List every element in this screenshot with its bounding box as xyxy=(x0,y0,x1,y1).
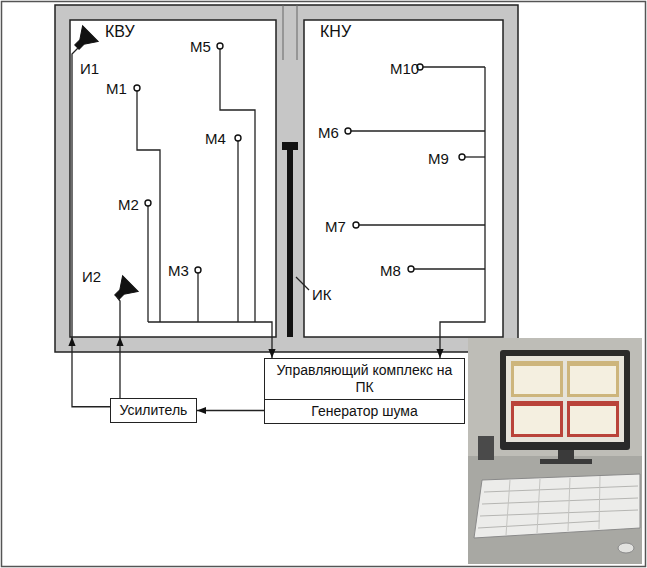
mic-wire xyxy=(220,49,255,322)
microphone-symbol xyxy=(345,128,351,134)
microphone-symbol xyxy=(235,135,241,141)
sensor-label: М3 xyxy=(168,262,189,279)
process-box: Усилитель xyxy=(110,398,197,423)
sensor-label: И2 xyxy=(82,268,101,285)
chamber-name: КВУ xyxy=(105,22,135,41)
microphone-symbol xyxy=(145,200,151,206)
sensor-label: М2 xyxy=(118,196,139,213)
test-panel xyxy=(287,148,293,337)
source-wire xyxy=(117,297,120,337)
mic-wire xyxy=(237,141,238,322)
microphone-symbol xyxy=(459,154,465,160)
chamber-name: КНУ xyxy=(320,22,351,41)
sensor-label: М10 xyxy=(390,60,419,77)
microphone-symbols xyxy=(134,43,465,273)
box-heading: Усилитель xyxy=(111,399,196,422)
sensor-label: М8 xyxy=(380,262,401,279)
chamber-room: КВУ xyxy=(70,20,276,337)
sensor-label: М5 xyxy=(190,38,211,55)
source-wire xyxy=(72,48,78,337)
mic-wire xyxy=(414,268,485,269)
chamber-interior xyxy=(70,20,276,337)
mic-wire xyxy=(147,206,148,322)
mic-bus xyxy=(440,67,485,337)
chamber-wall xyxy=(55,5,518,352)
signal-connector xyxy=(439,337,440,358)
sensor-label: М9 xyxy=(428,150,449,167)
sensor-label: М7 xyxy=(325,218,346,235)
microphone-symbol xyxy=(134,85,140,91)
microphone-symbol xyxy=(408,266,414,272)
mic-wire xyxy=(423,66,485,67)
computer-photo xyxy=(468,338,642,564)
microphone-symbol xyxy=(217,43,223,49)
mic-wire xyxy=(465,156,485,157)
wall-line xyxy=(283,5,284,60)
sensor-label: И1 xyxy=(80,60,99,77)
leader-line xyxy=(296,277,309,290)
chamber-interior xyxy=(304,20,503,337)
box-text: Генератор шума xyxy=(265,400,464,423)
signal-wires xyxy=(72,48,485,337)
sensor-label: М1 xyxy=(106,80,127,97)
signal-connector xyxy=(271,337,272,358)
speaker-symbol xyxy=(69,26,98,55)
wall-line xyxy=(297,5,298,60)
part-label: ИК xyxy=(312,286,332,303)
mic-wire xyxy=(197,273,198,322)
microphone-symbol xyxy=(353,222,359,228)
box-heading: Управляющий комплекс на ПК xyxy=(265,359,464,400)
microphone-symbol xyxy=(195,267,201,273)
signal-connector xyxy=(72,337,110,407)
signal-connector xyxy=(197,410,264,411)
mic-bus xyxy=(148,322,272,337)
process-box: Управляющий комплекс на ПКГенератор шума xyxy=(264,358,465,424)
mic-wire xyxy=(351,130,485,131)
mic-wire xyxy=(359,224,485,225)
sensor-label: М4 xyxy=(205,130,226,147)
sensor-label: М6 xyxy=(318,124,339,141)
mic-wire xyxy=(137,91,160,322)
signal-connector xyxy=(119,337,120,398)
speaker-symbol xyxy=(109,276,138,305)
